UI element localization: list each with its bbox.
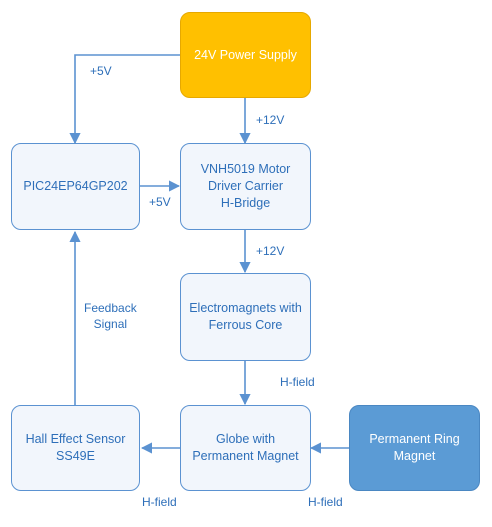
node-ring-magnet: Permanent Ring Magnet bbox=[349, 405, 480, 491]
node-hall-sensor-label: Hall Effect Sensor SS49E bbox=[25, 432, 126, 463]
edge-label-globe-to-hall: H-field bbox=[142, 495, 177, 509]
node-power-supply: 24V Power Supply bbox=[180, 12, 311, 98]
node-globe-label: Globe with Permanent Magnet bbox=[192, 432, 299, 463]
edge-label-power-to-pic: +5V bbox=[90, 64, 112, 78]
node-motor-driver-label: VNH5019 Motor Driver Carrier H-Bridge bbox=[200, 162, 291, 210]
node-ring-magnet-label: Permanent Ring Magnet bbox=[369, 432, 460, 463]
edge-label-driver-to-electromagnets: +12V bbox=[256, 244, 285, 258]
node-electromagnets-label: Electromagnets with Ferrous Core bbox=[189, 301, 302, 332]
edge-label-power-to-driver: +12V bbox=[256, 113, 285, 127]
node-electromagnets: Electromagnets with Ferrous Core bbox=[180, 273, 311, 361]
node-pic-label: PIC24EP64GP202 bbox=[23, 179, 128, 193]
node-globe: Globe with Permanent Magnet bbox=[180, 405, 311, 491]
node-hall-sensor: Hall Effect Sensor SS49E bbox=[11, 405, 140, 491]
edge-label-pic-to-driver: +5V bbox=[149, 195, 171, 209]
edge-label-hall-to-pic: Feedback Signal bbox=[84, 301, 137, 331]
node-power-supply-label: 24V Power Supply bbox=[194, 47, 297, 62]
node-motor-driver: VNH5019 Motor Driver Carrier H-Bridge bbox=[180, 143, 311, 230]
arrow-power-to-pic bbox=[69, 54, 180, 145]
node-pic: PIC24EP64GP202 bbox=[11, 143, 140, 230]
edge-label-electromagnets-to-globe: H-field bbox=[280, 375, 315, 389]
edge-label-ring-to-globe: H-field bbox=[308, 495, 343, 509]
